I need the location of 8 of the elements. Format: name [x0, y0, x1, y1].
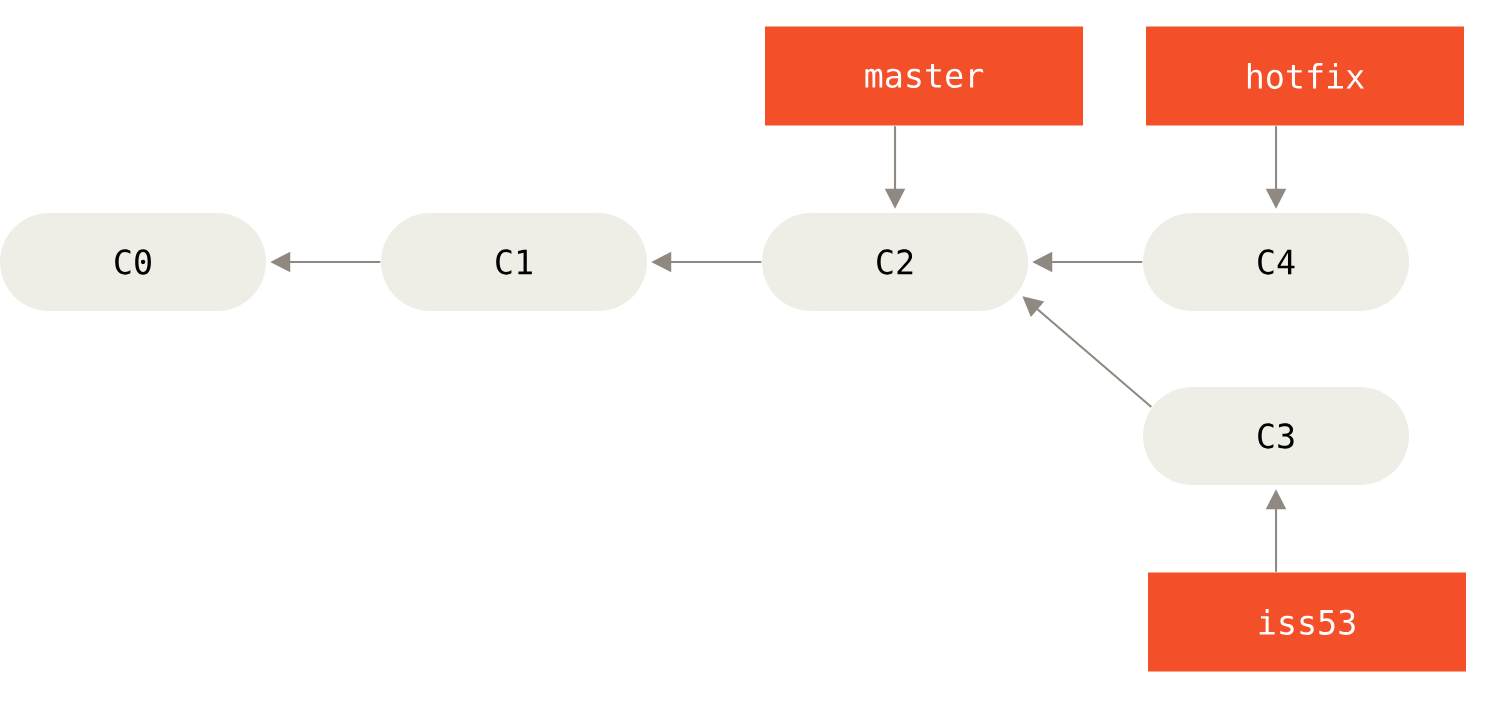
- commit-node: C4: [1143, 212, 1409, 311]
- commit-node: C0: [0, 212, 266, 311]
- branch-label: master: [765, 26, 1083, 126]
- commit-node: C1: [381, 212, 647, 311]
- commit-node: C2: [762, 212, 1028, 311]
- branch-label: iss53: [1148, 572, 1466, 672]
- commit-node: C3: [1143, 387, 1409, 485]
- branch-label: hotfix: [1146, 26, 1464, 126]
